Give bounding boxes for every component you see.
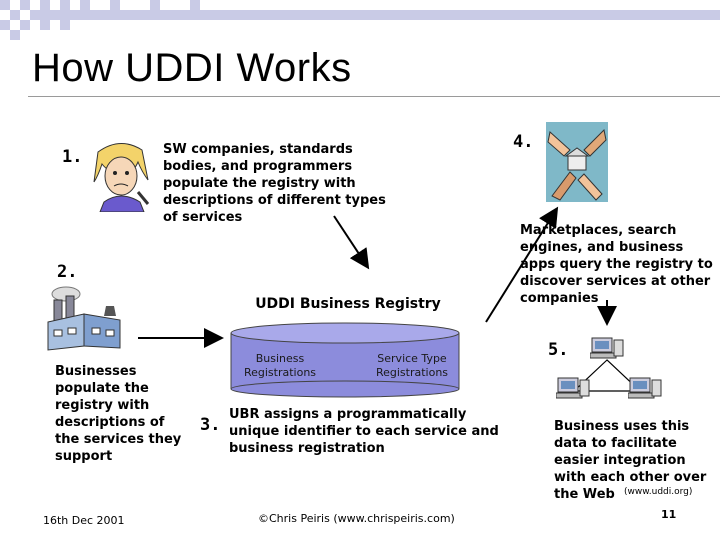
header-checker-pattern [0,0,720,40]
network-triangle [572,359,642,392]
factory-icon [44,286,124,352]
step-4-number: 4. [513,132,534,152]
step-1-number: 1. [62,147,83,167]
marketplace-hands-icon [546,122,608,202]
step-5-number: 5. [548,340,569,360]
computer-icon-right [628,376,662,400]
page-title: How UDDI Works [32,46,352,90]
arrow-step4-to-registry [485,206,559,323]
computer-icon-left [556,376,590,400]
arrow-step1-to-registry [333,215,370,270]
step-3-number: 3. [200,415,221,435]
footer-copyright: ©Chris Peiris (www.chrispeiris.com) [258,512,455,525]
page-number: 11 [661,508,677,521]
step-2-description: Businesses populate the registry with de… [55,364,182,464]
worried-person-icon [90,142,152,212]
footer-date: 16th Dec 2001 [43,514,125,527]
service-type-registrations-label: Service Type Registrations [375,352,449,379]
uddi-url: (www.uddi.org) [624,487,693,497]
step-4-description: Marketplaces, search engines, and busine… [520,223,713,306]
step-2-number: 2. [57,262,78,282]
step-3-description: UBR assigns a programmatically unique id… [229,407,499,456]
title-underline [28,96,720,97]
registry-cylinder [230,322,460,398]
computer-icon-top [590,336,624,360]
registry-title: UDDI Business Registry [255,296,441,312]
step-1-description: SW companies, standards bodies, and prog… [163,142,386,225]
business-registrations-label: Business Registrations [243,352,317,379]
step-5-description: Business uses this data to facilitate ea… [554,419,707,502]
